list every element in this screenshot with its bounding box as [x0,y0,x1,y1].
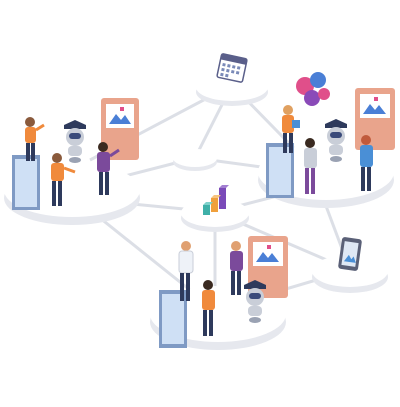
picture-icon [355,88,395,150]
bar-blocks-icon [203,185,229,215]
platform-calendar [196,53,268,106]
person-figure [51,153,76,206]
person-figure [282,105,300,153]
tablet-icon [338,237,362,271]
calendar-icon [216,53,248,83]
person-figure [25,117,45,161]
person-figure [178,241,194,301]
robot-figure [325,119,347,162]
person-figure [230,241,243,295]
platform-bottom-team [150,236,288,350]
platform-right-team [258,72,395,208]
puzzle-icon [296,72,330,106]
platform-left-team [4,98,140,225]
platform-small-center [173,149,217,171]
platform-chart [181,185,249,232]
person-figure [360,135,373,191]
person-figure [97,142,120,195]
robot-figure [244,280,266,323]
picture-icon [101,98,139,160]
robot-figure [64,120,86,163]
platform-tablet [312,237,388,293]
person-figure [304,138,317,194]
door-icon [12,155,40,210]
person-figure [202,280,215,336]
